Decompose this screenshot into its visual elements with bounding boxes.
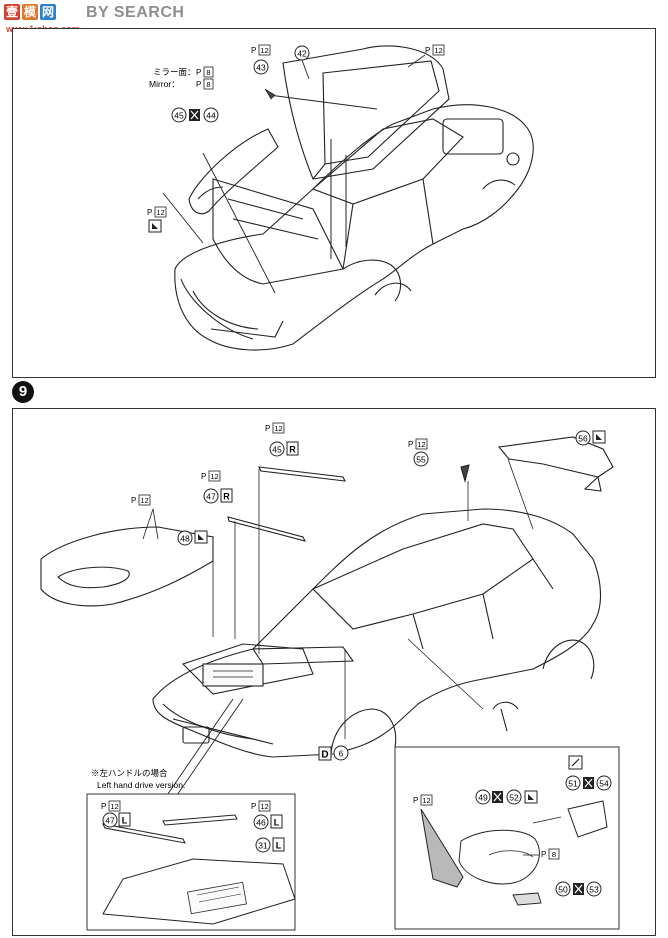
- step-9-panel: P 12 45 R P 12 47 R P 12 48 P: [12, 408, 656, 936]
- paint-12-top-right: P 12: [407, 44, 445, 68]
- mirror-part-50: 50: [558, 885, 568, 895]
- paint-mark: P: [251, 46, 256, 55]
- mirror-face-label: ミラー面： P 8 Mirror： P 8: [149, 66, 214, 90]
- lhd-p12-a: 12: [110, 802, 118, 811]
- mirror-part-52: 52: [509, 793, 519, 803]
- part-45-number: 45: [174, 111, 184, 121]
- part-56-spoiler-callout: 56: [575, 430, 606, 446]
- part-44-number: 44: [206, 111, 216, 121]
- part-42-number: 42: [297, 49, 307, 59]
- mirror-face-paint-mark: P: [196, 68, 201, 77]
- lhd-inset: P 12 47 L P 12 46 L 31 L: [86, 793, 296, 931]
- svg-text:P: P: [408, 440, 413, 449]
- mirror-part-54: 54: [599, 779, 609, 789]
- part-55-number: 55: [416, 455, 426, 465]
- lhd-46-l-mark: L: [274, 818, 280, 828]
- part-45-44-callout: 45 44: [171, 107, 219, 123]
- part-56-number: 56: [578, 434, 588, 444]
- part-43-callout: 43: [253, 59, 276, 100]
- part-48-hood-callout: P 12 48: [131, 494, 208, 546]
- paint-mark-lower: P: [147, 208, 152, 217]
- part-47-wiper-callout: P 12 47 R: [201, 470, 233, 504]
- mirror-face-en: Mirror：: [149, 79, 180, 89]
- watermark-char-3: 网: [40, 4, 56, 20]
- paint-mark-right: P: [425, 46, 430, 55]
- step-9-diagram: P 12 45 R P 12 47 R P 12 48 P: [40, 422, 620, 931]
- mirror-face-en-paint-mark: P: [196, 80, 201, 89]
- p12-55-value: 12: [417, 440, 425, 449]
- svg-text:P: P: [101, 802, 106, 811]
- mirror-face-en-paint-8: 8: [206, 80, 210, 89]
- watermark-char-2: 模: [22, 4, 38, 20]
- top-step-diagram: 42 P 12 43 P 12 ミラー面： P 8 Mirror：: [147, 44, 534, 351]
- part-43-number: 43: [256, 63, 266, 73]
- p12-45-mark: P: [265, 424, 270, 433]
- svg-text:P: P: [413, 796, 418, 805]
- svg-text:P: P: [131, 496, 136, 505]
- mirror-inset: P 12 49 52 51 54 P 8 50: [394, 746, 620, 930]
- watermark-char-1: 壹: [4, 4, 20, 20]
- lhd-p12-b: 12: [260, 802, 268, 811]
- paint-12-top-left: P 12: [251, 44, 271, 56]
- lhd-note-en: Left hand drive version.: [97, 780, 185, 790]
- part-45-wiper-callout: P 12 45 R: [265, 422, 299, 457]
- p12-47-value: 12: [210, 472, 218, 481]
- decal-d-mark: D: [321, 750, 328, 761]
- mirror-p8: 8: [552, 850, 556, 859]
- paint-12-lower-left: P 12: [147, 206, 167, 233]
- step-9-badge: 9: [12, 381, 34, 403]
- watermark-label: BY SEARCH: [86, 4, 185, 21]
- lhd-47-l-mark: L: [122, 816, 128, 826]
- lhd-part-46: 46: [256, 818, 266, 828]
- p12-48-value: 12: [140, 496, 148, 505]
- lhd-part-47: 47: [105, 816, 115, 826]
- paint-12-lower-value: 12: [156, 208, 164, 217]
- decal-6-number: 6: [339, 749, 344, 759]
- p12-45-value: 12: [274, 424, 282, 433]
- paint-12-value: 12: [260, 46, 268, 55]
- watermark-logo: 壹 模 网: [4, 4, 56, 20]
- mirror-p12: 12: [422, 796, 430, 805]
- mirror-face-jp: ミラー面：: [153, 67, 196, 77]
- top-step-panel: 42 P 12 43 P 12 ミラー面： P 8 Mirror：: [12, 28, 656, 378]
- lhd-part-31: 31: [258, 841, 268, 851]
- mirror-part-51: 51: [568, 779, 578, 789]
- svg-text:P: P: [541, 850, 546, 859]
- paint-12-right-value: 12: [434, 46, 442, 55]
- decal-d6-callout: D 6: [318, 745, 349, 761]
- lhd-31-l-mark: L: [276, 841, 282, 851]
- lhd-note-jp: ※左ハンドルの場合: [91, 768, 168, 778]
- part-45-r-mark: R: [289, 445, 296, 455]
- mirror-face-paint-8: 8: [206, 68, 210, 77]
- part-55-antenna-callout: P 12 55: [408, 438, 429, 467]
- part-47-wiper-number: 47: [206, 492, 216, 502]
- part-48-number: 48: [180, 534, 190, 544]
- part-47-r-mark: R: [223, 492, 230, 502]
- mirror-part-53: 53: [589, 885, 599, 895]
- svg-text:P: P: [201, 472, 206, 481]
- part-42-callout: 42: [294, 45, 310, 80]
- svg-text:P: P: [251, 802, 256, 811]
- part-45-wiper-number: 45: [272, 445, 282, 455]
- mirror-part-49: 49: [478, 793, 488, 803]
